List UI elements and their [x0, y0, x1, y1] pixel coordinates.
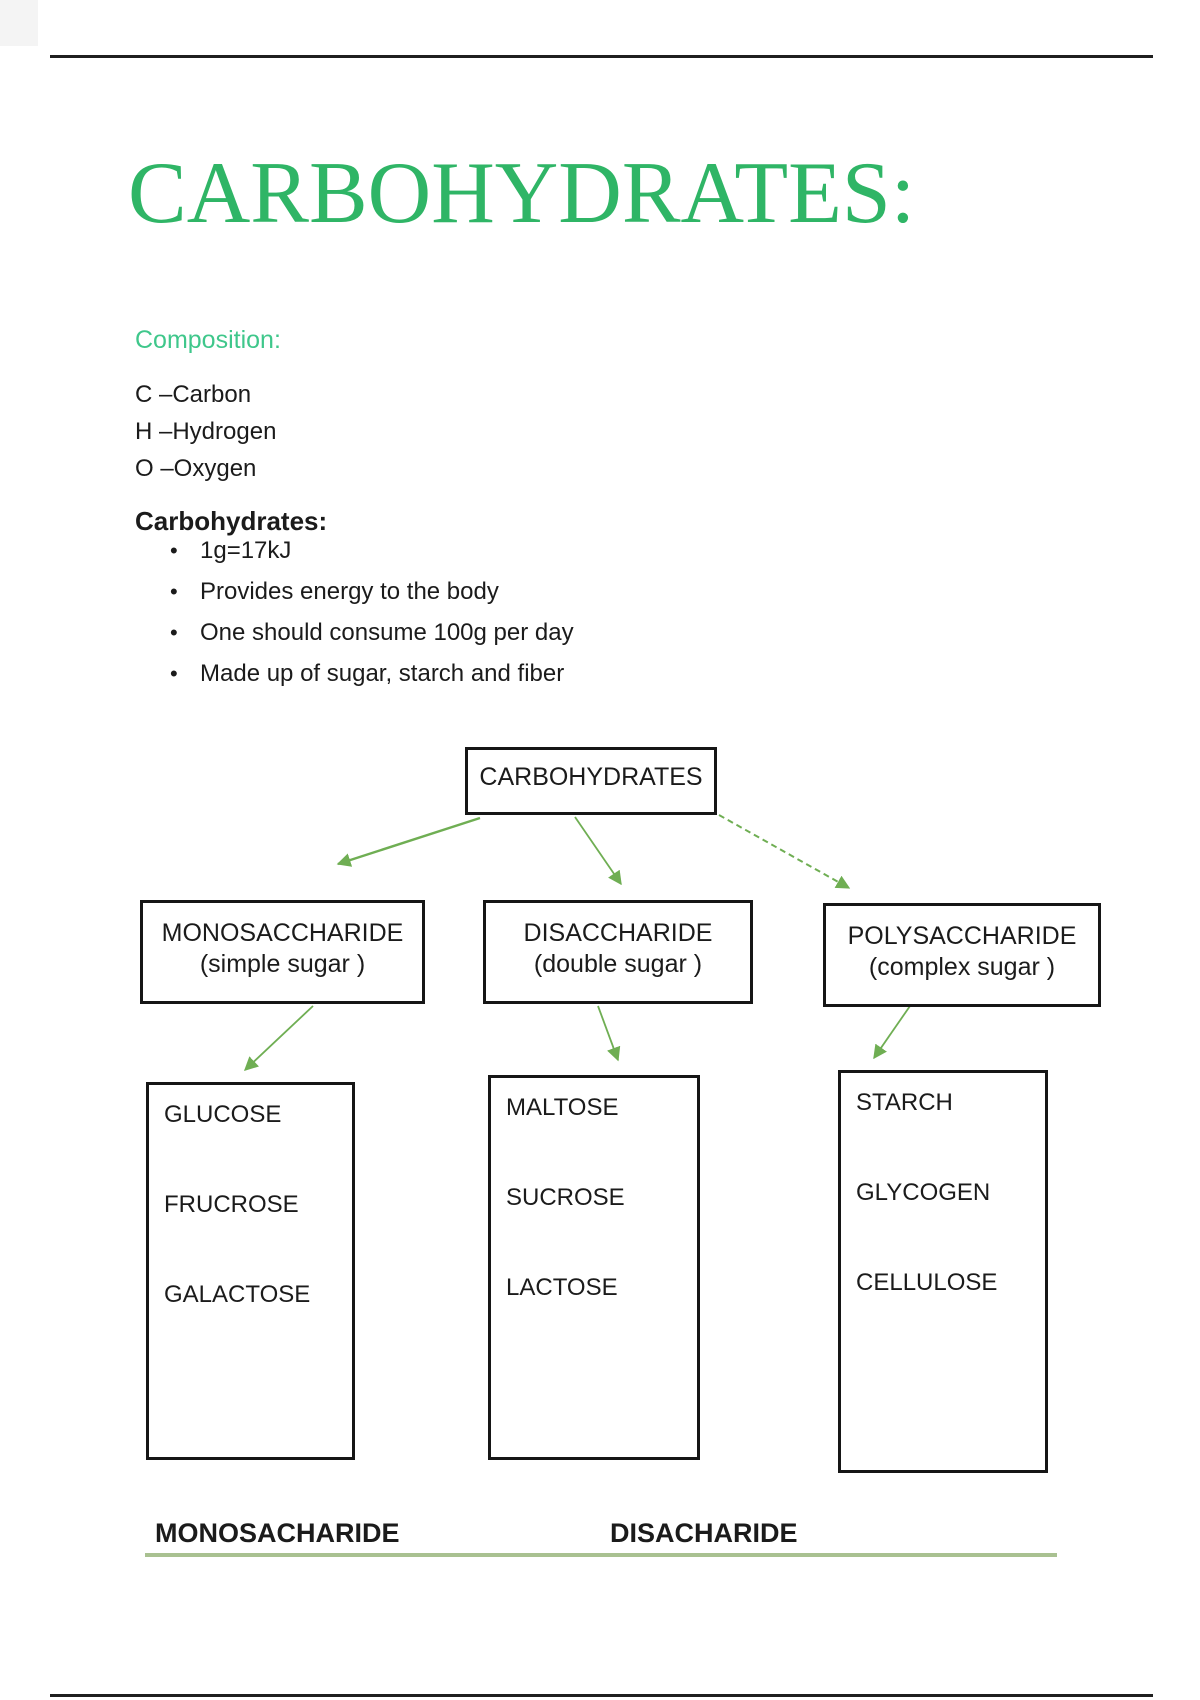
- polysaccharide-members-box: STARCH GLYCOGEN CELLULOSE: [838, 1070, 1048, 1473]
- carbohydrates-bullet-list: • 1g=17kJ • Provides energy to the body …: [170, 537, 574, 701]
- member-galactose: GALACTOSE: [164, 1281, 311, 1308]
- composition-item-oxygen: O –Oxygen: [135, 455, 257, 482]
- member-cellulose: CELLULOSE: [856, 1269, 998, 1296]
- polysaccharide-title: POLYSACCHARIDE: [847, 922, 1077, 950]
- member-glucose: GLUCOSE: [164, 1101, 282, 1128]
- arrow-root-to-polysaccharide: [718, 814, 851, 889]
- page-title: CARBOHYDRATES:: [128, 145, 916, 242]
- footer-underline: [145, 1553, 1057, 1557]
- member-frucrose: FRUCROSE: [164, 1191, 299, 1218]
- composition-heading: Composition:: [135, 326, 281, 354]
- arrow-root-to-monosaccharide: [336, 816, 481, 867]
- bullet-text: Made up of sugar, starch and fiber: [200, 660, 565, 687]
- bullet-item: • 1g=17kJ: [170, 537, 574, 566]
- member-starch: STARCH: [856, 1089, 953, 1116]
- arrow-monosaccharide-to-members: [243, 1005, 314, 1071]
- monosaccharide-title: MONOSACCHARIDE: [161, 919, 404, 947]
- composition-list: C –Carbon H –Hydrogen O –Oxygen: [135, 376, 276, 487]
- member-maltose: MALTOSE: [506, 1094, 619, 1121]
- bullet-icon: •: [170, 620, 178, 645]
- carbohydrates-heading: Carbohydrates:: [135, 506, 328, 536]
- disaccharide-box: DISACCHARIDE (double sugar ): [483, 900, 753, 1004]
- bullet-icon: •: [170, 661, 178, 686]
- member-sucrose: SUCROSE: [506, 1184, 625, 1211]
- composition-item-hydrogen: H –Hydrogen: [135, 418, 277, 445]
- top-rule: [50, 55, 1153, 58]
- bullet-icon: •: [170, 579, 178, 604]
- member-lactose: LACTOSE: [506, 1274, 618, 1301]
- bottom-rule: [50, 1694, 1153, 1697]
- diagram-root-label: CARBOHYDRATES: [479, 763, 703, 791]
- bullet-text: Provides energy to the body: [200, 578, 499, 605]
- composition-item-carbon: C –Carbon: [135, 381, 252, 408]
- monosaccharide-members-box: GLUCOSE FRUCROSE GALACTOSE: [146, 1082, 355, 1460]
- polysaccharide-box: POLYSACCHARIDE (complex sugar ): [823, 903, 1101, 1007]
- bullet-text: One should consume 100g per day: [200, 619, 574, 646]
- disaccharide-title: DISACCHARIDE: [523, 919, 713, 947]
- diagram-root-box: CARBOHYDRATES: [465, 747, 717, 815]
- bullet-item: • One should consume 100g per day: [170, 619, 574, 648]
- bullet-icon: •: [170, 538, 178, 563]
- bullet-item: • Made up of sugar, starch and fiber: [170, 660, 574, 689]
- disaccharide-subtitle: (double sugar ): [533, 950, 703, 978]
- bullet-item: • Provides energy to the body: [170, 578, 574, 607]
- monosaccharide-subtitle: (simple sugar ): [199, 950, 366, 978]
- bullet-text: 1g=17kJ: [200, 537, 292, 564]
- arrow-polysaccharide-to-members: [873, 1005, 911, 1060]
- arrow-disaccharide-to-members: [597, 1005, 621, 1062]
- member-glycogen: GLYCOGEN: [856, 1179, 991, 1206]
- corner-artifact: [0, 0, 38, 46]
- polysaccharide-subtitle: (complex sugar ): [868, 953, 1056, 981]
- arrow-root-to-disaccharide: [574, 816, 622, 886]
- footer-label-monosacharide: MONOSACHARIDE: [155, 1518, 400, 1548]
- disaccharide-members-box: MALTOSE SUCROSE LACTOSE: [488, 1075, 700, 1460]
- footer-label-disacharide: DISACHARIDE: [610, 1518, 798, 1548]
- monosaccharide-box: MONOSACCHARIDE (simple sugar ): [140, 900, 425, 1004]
